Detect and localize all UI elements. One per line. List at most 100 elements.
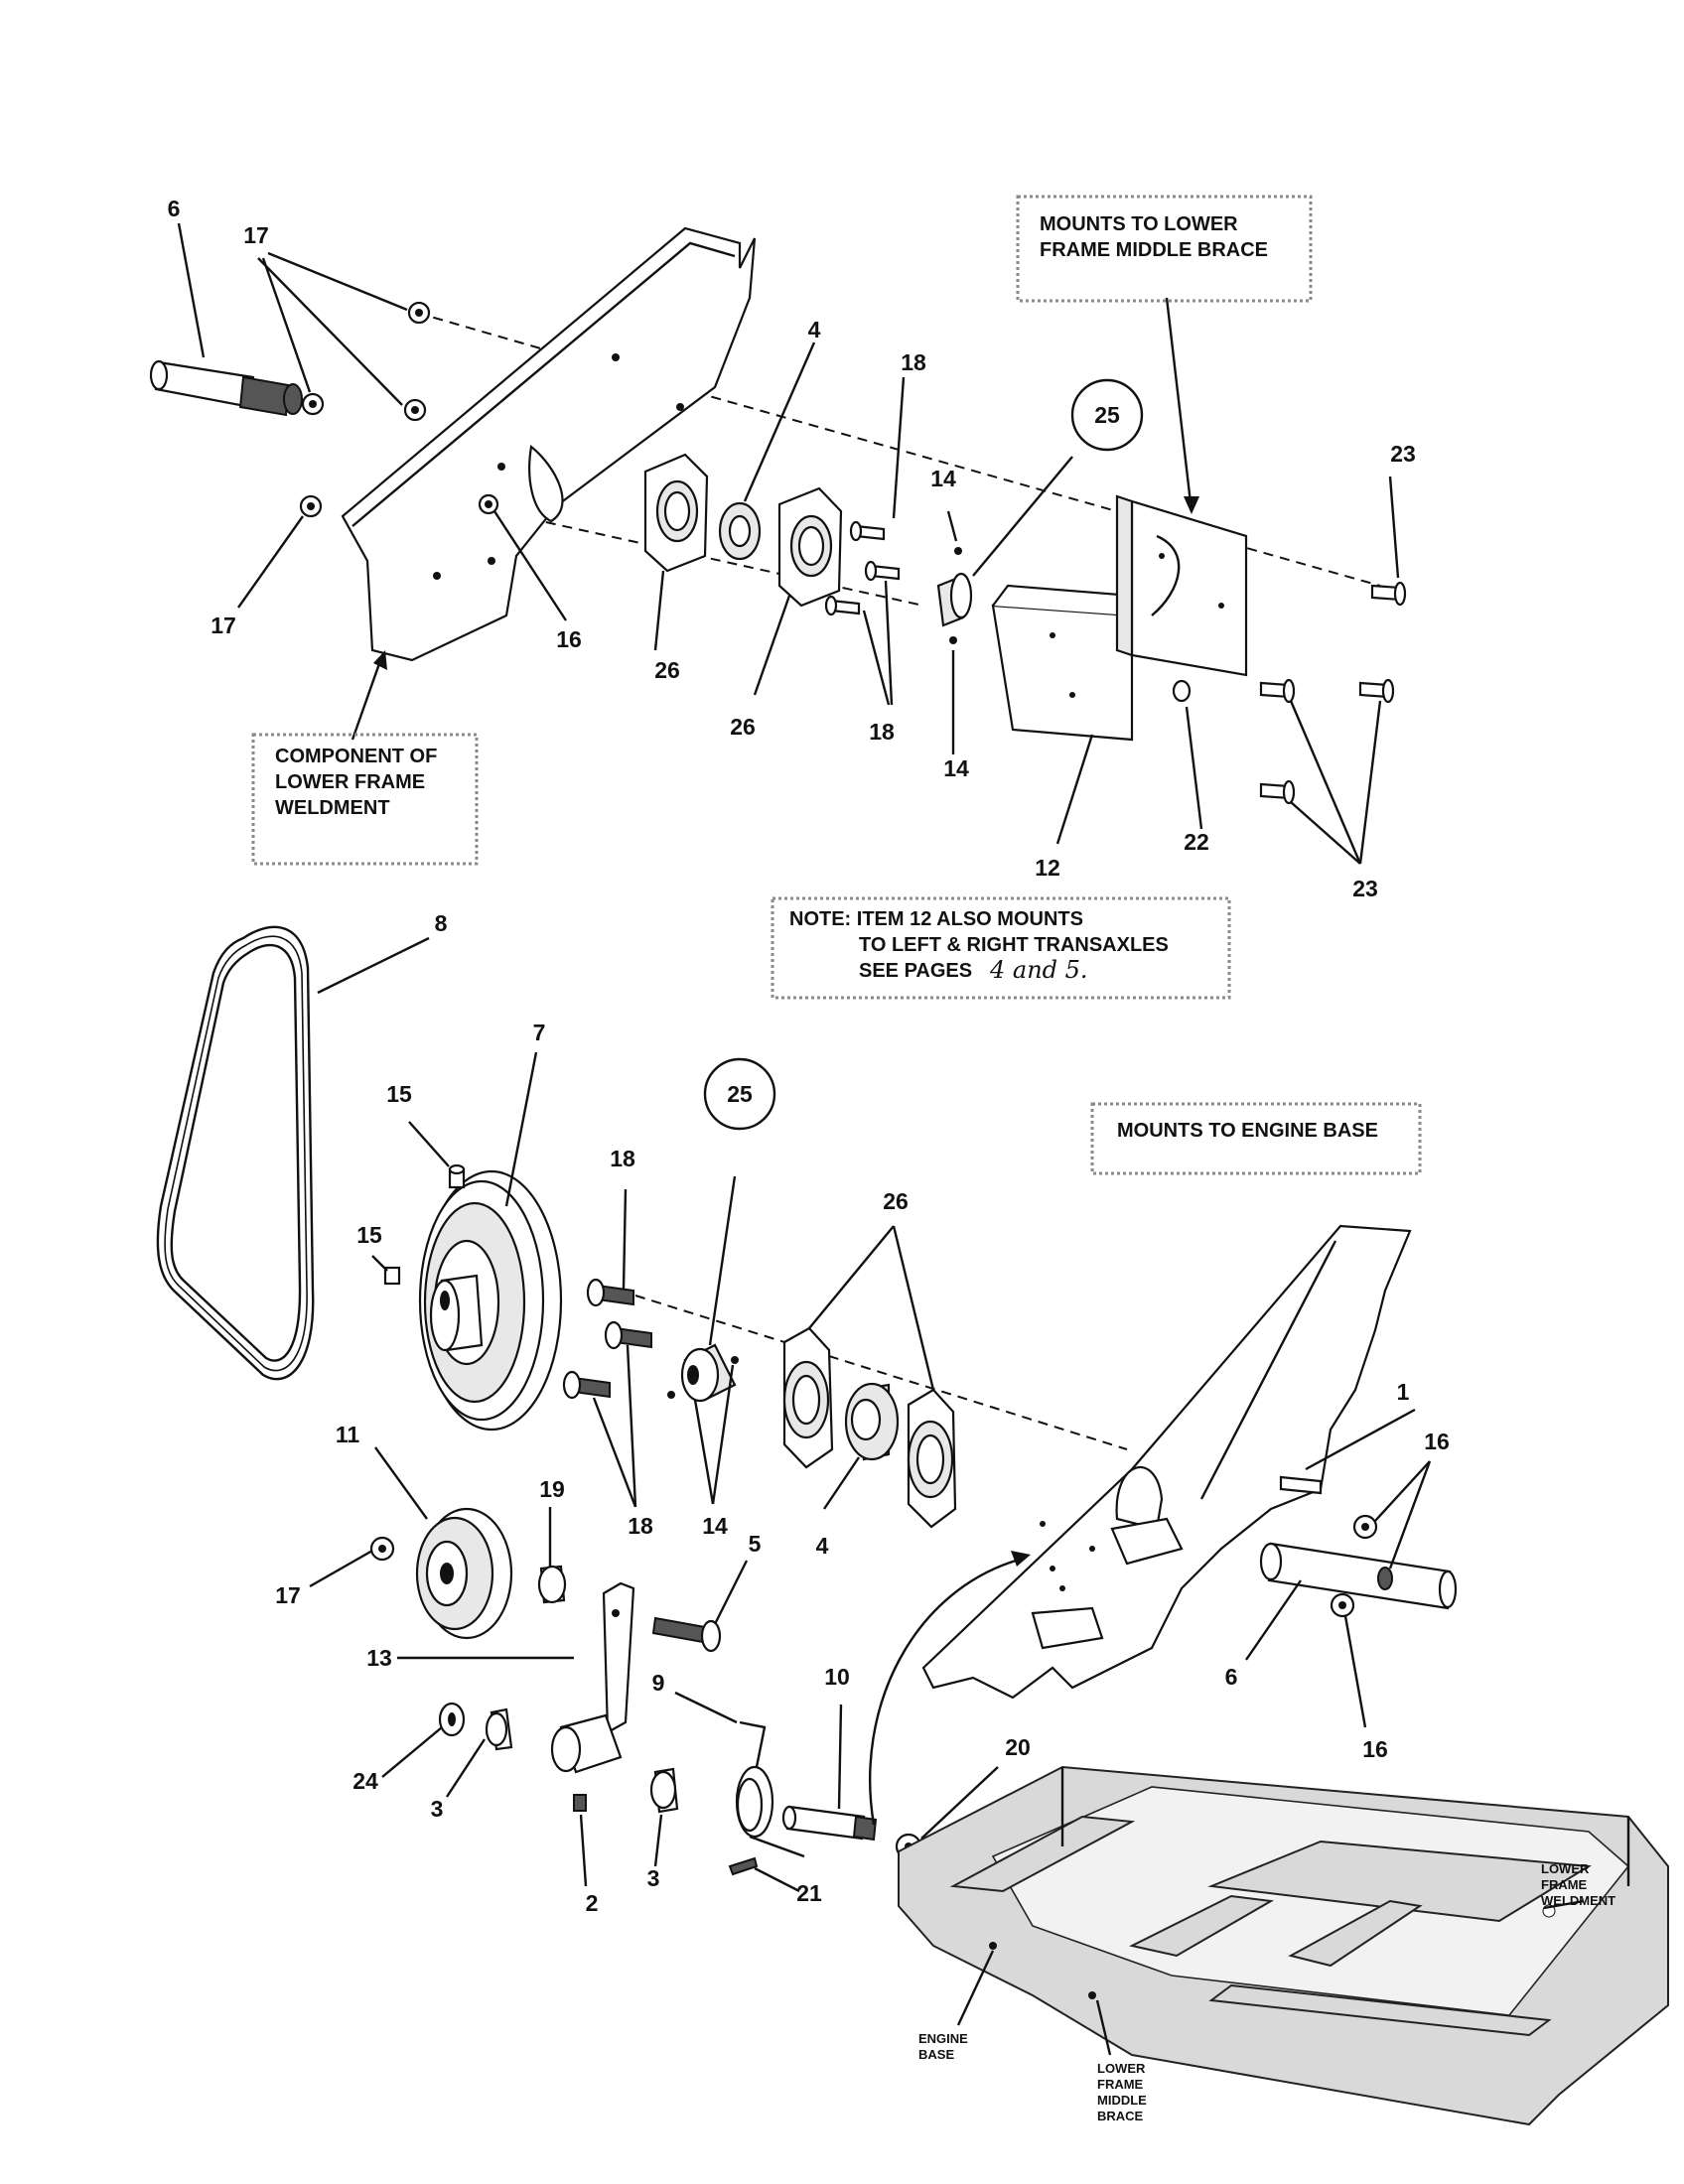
callout-22: 22: [1184, 829, 1209, 855]
label-line: LOWER: [1541, 1861, 1590, 1876]
bearing-flange: [782, 1326, 834, 1469]
callout-16: 16: [1362, 1736, 1388, 1762]
callout-6: 6: [168, 196, 181, 221]
flange-bolt: [1259, 779, 1296, 805]
lower-frame-weldment: [898, 1765, 1669, 2126]
ball: [954, 547, 962, 555]
callout-1: 1: [1397, 1379, 1410, 1405]
spacer-bushing: [680, 1343, 737, 1403]
mounting-hole: [433, 572, 441, 580]
alignment-line: [694, 391, 1381, 587]
label-engine-base: ENGINE BASE: [918, 2031, 968, 2062]
callout-25: 25: [1094, 402, 1120, 428]
ball: [949, 636, 957, 644]
set-screw: [383, 1266, 401, 1286]
drive-belt: [156, 925, 315, 1381]
flange-bolt: [1370, 581, 1407, 607]
ball: [667, 1391, 675, 1399]
callout-13: 13: [366, 1645, 392, 1671]
callout-24: 24: [352, 1768, 378, 1794]
callout-17: 17: [275, 1582, 301, 1608]
callout-16: 16: [556, 626, 582, 652]
label-lower-frame-weldment: LOWER FRAME WELDMENT: [1541, 1861, 1615, 1908]
callout-23: 23: [1352, 876, 1378, 901]
callout-8: 8: [435, 910, 448, 936]
label-line: BRACE: [1097, 2109, 1144, 2123]
callout-20: 20: [1005, 1734, 1031, 1760]
bushing: [649, 1767, 679, 1814]
screw: [728, 1856, 759, 1876]
callout-5: 5: [749, 1531, 762, 1557]
note-line: COMPONENT OF: [275, 746, 437, 767]
hex-nut: [301, 392, 325, 416]
shaft: [1259, 1542, 1458, 1610]
callout-23: 23: [1390, 441, 1416, 467]
callout-26: 26: [883, 1188, 909, 1214]
callout-15: 15: [356, 1222, 382, 1248]
carriage-bolt: [864, 560, 901, 582]
mounting-hole: [497, 463, 505, 471]
mounting-hole: [488, 557, 495, 565]
bearing-flange: [643, 453, 709, 573]
callout-21: 21: [796, 1880, 822, 1906]
callout-15: 15: [386, 1081, 412, 1107]
callout-17: 17: [210, 613, 236, 638]
note-line: MOUNTS TO LOWER: [1040, 213, 1238, 235]
bushing: [537, 1565, 567, 1604]
callout-6: 6: [1225, 1664, 1238, 1690]
flange-bolt: [1358, 678, 1395, 704]
note-line: LOWER FRAME: [275, 771, 425, 793]
callout-11: 11: [336, 1422, 360, 1447]
note-line: NOTE: ITEM 12 ALSO MOUNTS: [789, 908, 1083, 930]
grease-fitting: [573, 1794, 587, 1812]
callout-14: 14: [930, 466, 956, 491]
callout-2: 2: [586, 1890, 599, 1916]
label-line: FRAME: [1097, 2077, 1144, 2092]
hex-nut: [407, 301, 431, 325]
alignment-line: [495, 510, 924, 607]
callout-18: 18: [628, 1513, 653, 1539]
callout-18: 18: [869, 719, 895, 745]
callout-14: 14: [943, 755, 969, 781]
idler-pulley: [415, 1507, 513, 1640]
label-line: WELDMENT: [1541, 1893, 1615, 1908]
flange-bolt: [1259, 678, 1296, 704]
carriage-bolt: [849, 520, 886, 542]
callout-26: 26: [654, 657, 680, 683]
note-line: FRAME MIDDLE BRACE: [1040, 239, 1268, 261]
mounting-hole: [612, 353, 620, 361]
engine-base-bracket: [921, 1224, 1412, 1700]
stud-pin: [1172, 679, 1192, 703]
drive-pulley: [418, 1169, 563, 1432]
callout-14: 14: [702, 1513, 728, 1539]
bearing-flange: [777, 486, 843, 608]
pivot-shaft: [781, 1805, 878, 1842]
hex-bolt: [651, 1616, 722, 1653]
ball: [731, 1356, 739, 1364]
label-line: FRAME: [1541, 1877, 1588, 1892]
washer: [438, 1702, 466, 1737]
callout-18: 18: [901, 349, 926, 375]
callout-4: 4: [808, 317, 821, 342]
label-line: BASE: [918, 2047, 954, 2062]
carriage-bolt: [604, 1320, 652, 1350]
hex-nut: [299, 494, 323, 518]
hex-nut: [403, 398, 427, 422]
note-line: TO LEFT & RIGHT TRANSAXLES: [859, 934, 1169, 956]
mounting-hole: [676, 403, 684, 411]
callout-7: 7: [533, 1020, 546, 1045]
shaft: [149, 359, 303, 417]
bearing: [718, 501, 762, 561]
spacer-bushing: [936, 572, 973, 627]
label-line: ENGINE: [918, 2031, 968, 2046]
hex-nut: [478, 493, 499, 515]
callout-3: 3: [647, 1865, 660, 1891]
carriage-bolt: [562, 1370, 611, 1400]
carriage-bolt: [824, 595, 861, 616]
note-mounts-engine-base: MOUNTS TO ENGINE BASE: [1090, 1102, 1422, 1175]
torsion-spring: [735, 1720, 805, 1858]
callout-25: 25: [727, 1081, 753, 1107]
callout-10: 10: [824, 1664, 850, 1690]
